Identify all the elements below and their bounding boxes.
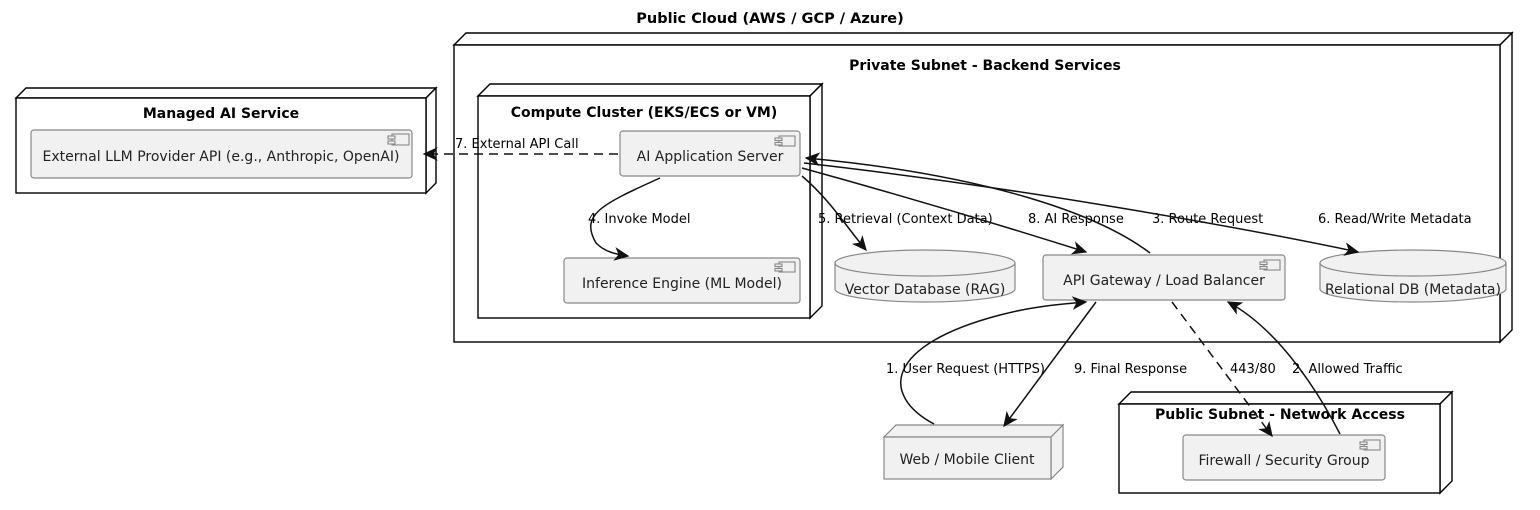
component-icon xyxy=(1359,439,1381,451)
edge-label-443-80: 443/80 xyxy=(1230,362,1276,377)
edge-label-7: 7. External API Call xyxy=(455,137,579,152)
edge-4-invoke-model: 4. Invoke Model xyxy=(588,177,690,261)
edge-label-6: 6. Read/Write Metadata xyxy=(1318,212,1472,227)
node-web-mobile-client[interactable]: Web / Mobile Client xyxy=(882,423,1065,481)
component-inference-engine[interactable]: Inference Engine (ML Model) xyxy=(563,257,801,304)
edge-label-3: 3. Route Request xyxy=(1152,212,1263,227)
node-public-subnet[interactable]: Public Subnet - Network Access Firewall … xyxy=(1117,390,1454,495)
edge-label-9: 9. Final Response xyxy=(1074,362,1187,377)
node-label-private-subnet: Private Subnet - Backend Services xyxy=(849,58,1121,74)
component-icon xyxy=(774,261,796,273)
component-label-ai-app-server: AI Application Server xyxy=(637,149,784,165)
node-label-managed-ai-service: Managed AI Service xyxy=(143,106,299,122)
edge-1-user-request: 1. User Request (HTTPS) xyxy=(886,296,1088,425)
edge-2-allowed-traffic: 2. Allowed Traffic xyxy=(1226,301,1403,435)
component-external-llm[interactable]: External LLM Provider API (e.g., Anthrop… xyxy=(30,129,413,179)
edge-label-4: 4. Invoke Model xyxy=(588,212,690,227)
edge-7-external-api-call: 7. External API Call xyxy=(422,137,618,161)
node-label-web-mobile-client: Web / Mobile Client xyxy=(899,452,1035,468)
component-label-external-llm: External LLM Provider API (e.g., Anthrop… xyxy=(43,149,400,165)
edge-label-2: 2. Allowed Traffic xyxy=(1292,362,1403,377)
component-label-api-gateway: API Gateway / Load Balancer xyxy=(1063,273,1265,289)
component-icon xyxy=(774,135,796,147)
edge-6-read-write-metadata: 6. Read/Write Metadata xyxy=(803,162,1472,256)
edge-3-route-request: 3. Route Request xyxy=(804,152,1263,254)
edge-5-retrieval: 5. Retrieval (Context Data) xyxy=(801,175,993,252)
diagram-title: Public Cloud (AWS / GCP / Azure) xyxy=(636,11,903,27)
component-label-inference-engine: Inference Engine (ML Model) xyxy=(582,276,782,292)
database-label-relational-db: Relational DB (Metadata) xyxy=(1325,282,1501,298)
database-relational-db[interactable]: Relational DB (Metadata) xyxy=(1319,249,1507,303)
component-icon xyxy=(387,133,410,146)
node-label-compute-cluster: Compute Cluster (EKS/ECS or VM) xyxy=(511,105,778,121)
component-firewall[interactable]: Firewall / Security Group xyxy=(1182,434,1386,481)
node-label-public-subnet: Public Subnet - Network Access xyxy=(1155,407,1405,423)
node-compute-cluster[interactable]: Compute Cluster (EKS/ECS or VM) Inferenc… xyxy=(476,82,824,320)
component-icon xyxy=(1259,259,1281,271)
component-label-firewall: Firewall / Security Group xyxy=(1199,453,1370,469)
database-label-vector-db: Vector Database (RAG) xyxy=(845,282,1006,298)
edge-label-5: 5. Retrieval (Context Data) xyxy=(818,212,993,227)
database-vector-db[interactable]: Vector Database (RAG) xyxy=(834,249,1016,303)
edge-9-final-response: 9. Final Response xyxy=(1003,301,1187,428)
edge-label-1: 1. User Request (HTTPS) xyxy=(886,362,1045,377)
component-api-gateway[interactable]: API Gateway / Load Balancer xyxy=(1042,254,1286,301)
component-ai-app-server[interactable]: AI Application Server xyxy=(619,130,801,177)
edge-443-80: 443/80 xyxy=(1171,301,1276,438)
node-managed-ai-service[interactable]: Managed AI Service External LLM Provider… xyxy=(14,86,438,195)
